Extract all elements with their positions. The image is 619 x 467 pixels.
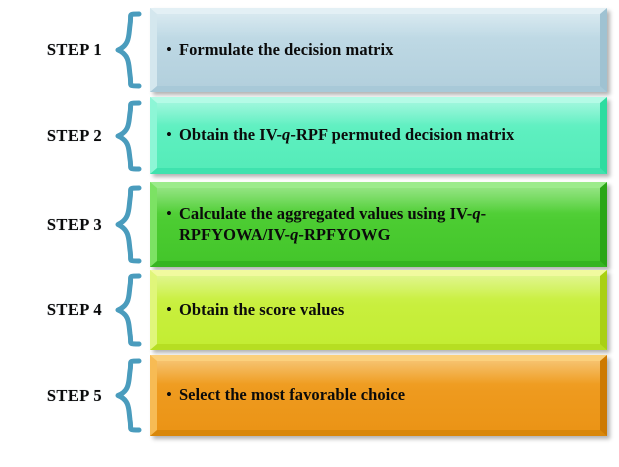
step-4-text: Obtain the score values: [178, 299, 345, 319]
step-1-label-cell: STEP 1: [0, 8, 108, 92]
step-2-brace: [108, 97, 150, 174]
step-row-4: STEP 4 • Obtain the score values: [0, 270, 619, 350]
curly-brace-icon: [115, 273, 142, 347]
step-1-brace: [108, 8, 150, 92]
step-5-label-cell: STEP 5: [0, 355, 108, 436]
step-1-label: STEP 1: [46, 40, 102, 59]
step-row-2: STEP 2 • Obtain the IV-q-RPF permuted de…: [0, 97, 619, 174]
step-4-box[interactable]: • Obtain the score values: [150, 270, 607, 350]
step-3-text: Calculate the aggregated values using IV…: [178, 204, 487, 244]
step-row-5: STEP 5 • Select the most favorable choic…: [0, 355, 619, 436]
curly-brace-icon: [115, 185, 142, 264]
bullet-icon: •: [166, 39, 172, 59]
curly-brace-icon: [115, 358, 142, 433]
step-5-label: STEP 5: [46, 385, 102, 405]
step-5-brace: [108, 355, 150, 436]
step-3-label-cell: STEP 3: [0, 182, 108, 267]
step-1-text: Formulate the decision matrix: [178, 39, 394, 59]
step-3-brace: [108, 182, 150, 267]
step-4-brace: [108, 270, 150, 350]
curly-brace-icon: [115, 11, 142, 89]
curly-brace-icon: [115, 100, 142, 171]
bullet-icon: •: [166, 299, 172, 319]
step-1-box-cell: • Formulate the decision matrix: [150, 8, 619, 92]
step-3-box[interactable]: • Calculate the aggregated values using …: [150, 182, 607, 267]
bullet-icon: •: [166, 204, 172, 223]
step-1-box-inner: • Formulate the decision matrix: [157, 40, 600, 61]
step-4-box-cell: • Obtain the score values: [150, 270, 619, 350]
step-4-box-inner: • Obtain the score values: [157, 300, 600, 321]
step-5-box-cell: • Select the most favorable choice: [150, 355, 619, 436]
step-row-3: STEP 3 • Calculate the aggregated values…: [0, 182, 619, 267]
step-row-1: STEP 1 • Formulate the decision matrix: [0, 8, 619, 92]
step-2-box-inner: • Obtain the IV-q-RPF permuted decision …: [157, 125, 600, 146]
step-4-label-cell: STEP 4: [0, 270, 108, 350]
step-2-box[interactable]: • Obtain the IV-q-RPF permuted decision …: [150, 97, 607, 174]
step-2-label: STEP 2: [46, 125, 102, 145]
step-3-box-inner: • Calculate the aggregated values using …: [157, 204, 600, 245]
step-2-label-cell: STEP 2: [0, 97, 108, 174]
step-4-label: STEP 4: [46, 300, 102, 319]
bullet-icon: •: [166, 125, 172, 145]
step-1-box[interactable]: • Formulate the decision matrix: [150, 8, 607, 92]
step-5-text: Select the most favorable choice: [178, 385, 406, 405]
step-5-box-inner: • Select the most favorable choice: [157, 385, 600, 406]
step-3-label: STEP 3: [46, 214, 102, 234]
step-5-box[interactable]: • Select the most favorable choice: [150, 355, 607, 436]
step-2-text: Obtain the IV-q-RPF permuted decision ma…: [178, 125, 515, 145]
step-3-box-cell: • Calculate the aggregated values using …: [150, 182, 619, 267]
bullet-icon: •: [166, 385, 172, 405]
step-2-box-cell: • Obtain the IV-q-RPF permuted decision …: [150, 97, 619, 174]
